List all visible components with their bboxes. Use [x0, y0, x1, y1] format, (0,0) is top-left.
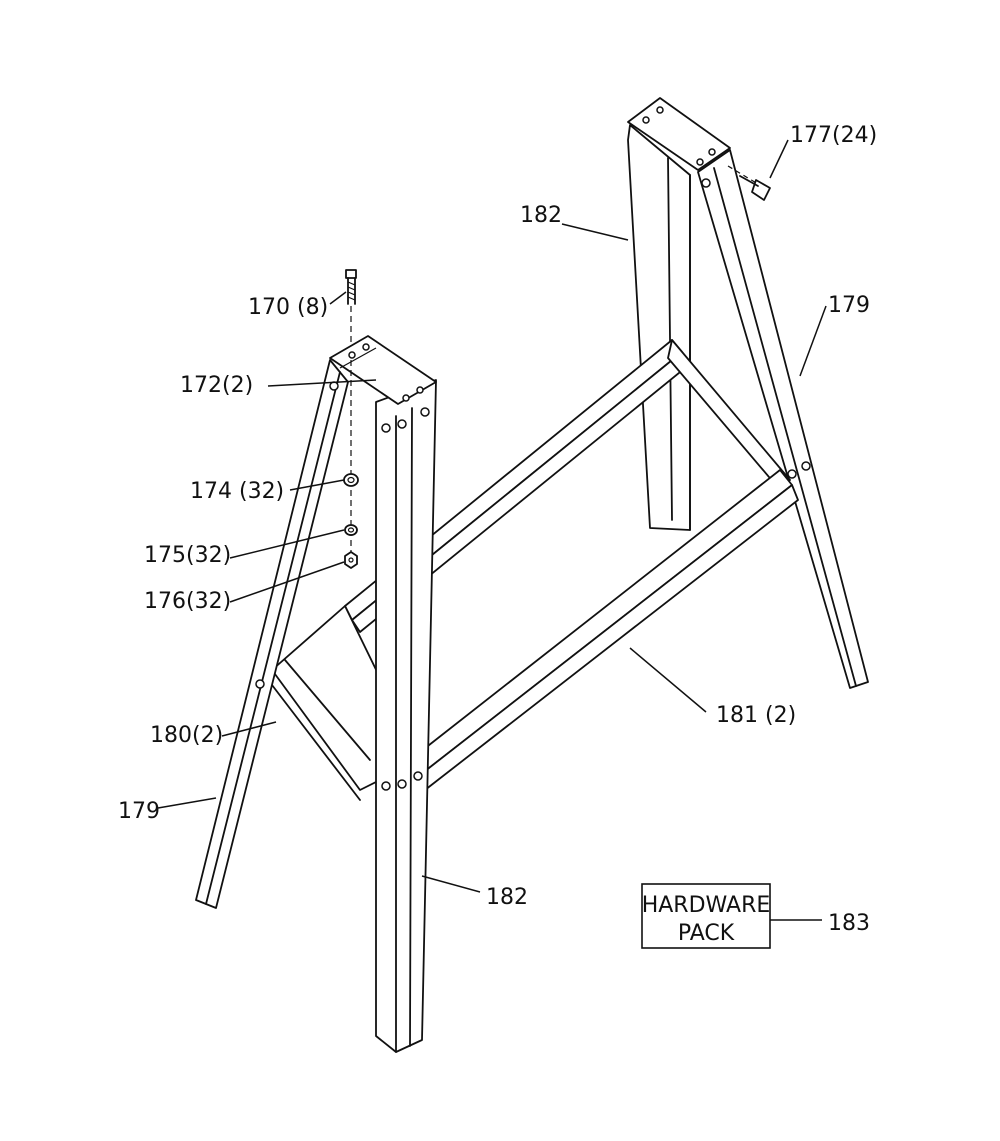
- label-172: 172(2): [180, 373, 253, 398]
- label-183: 183: [828, 911, 870, 936]
- bolt-170: [345, 269, 357, 560]
- rear-top-cap: [627, 97, 731, 171]
- label-177: 177(24): [790, 123, 877, 148]
- label-182-front: 182: [486, 885, 528, 910]
- left-leg-179: [195, 359, 349, 909]
- label-174: 174 (32): [190, 479, 284, 504]
- lockwasher-175: [344, 524, 358, 536]
- label-180: 180(2): [150, 723, 223, 748]
- label-170: 170 (8): [248, 295, 328, 320]
- hardware-pack-line2: PACK: [678, 921, 735, 946]
- nut-176: [344, 551, 358, 569]
- washer-174: [343, 473, 359, 487]
- label-179-left: 179: [118, 799, 160, 824]
- front-top-cap-172: [329, 335, 437, 405]
- front-leg-182: [329, 335, 437, 1053]
- leader-lines: [157, 139, 827, 921]
- hardware-pack-box: HARDWARE PACK: [641, 883, 771, 949]
- label-175: 175(32): [144, 543, 231, 568]
- label-179-right: 179: [828, 293, 870, 318]
- rear-leg-182: [627, 97, 731, 531]
- label-181: 181 (2): [716, 703, 796, 728]
- bolt-177: [727, 165, 771, 201]
- right-leg-179: [697, 149, 869, 689]
- label-182-rear: 182: [520, 203, 562, 228]
- label-176: 176(32): [144, 589, 231, 614]
- hardware-pack-line1: HARDWARE: [642, 893, 771, 918]
- cross-frame: [271, 339, 799, 801]
